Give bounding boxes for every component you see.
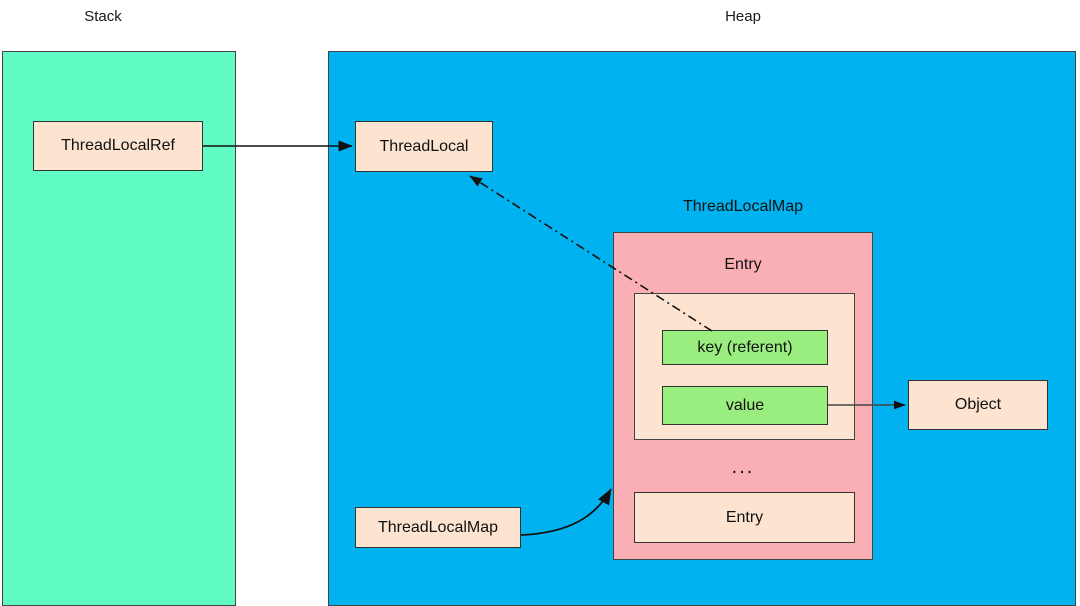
- entry-ellipsis: ...: [731, 456, 755, 478]
- stack-title: Stack: [84, 8, 122, 25]
- entry-value-slot[interactable]: value: [662, 386, 828, 425]
- entry-key-slot[interactable]: key (referent): [662, 330, 828, 365]
- thread-local-ref-box[interactable]: ThreadLocalRef: [33, 121, 203, 171]
- heap-title: Heap: [725, 8, 761, 25]
- entry-label: Entry: [724, 256, 762, 273]
- thread-local-map-ref-box[interactable]: ThreadLocalMap: [355, 507, 521, 548]
- entry-second-box[interactable]: Entry: [634, 492, 855, 543]
- thread-local-box[interactable]: ThreadLocal: [355, 121, 493, 172]
- thread-local-map-label: ThreadLocalMap: [682, 198, 804, 215]
- object-box[interactable]: Object: [908, 380, 1048, 430]
